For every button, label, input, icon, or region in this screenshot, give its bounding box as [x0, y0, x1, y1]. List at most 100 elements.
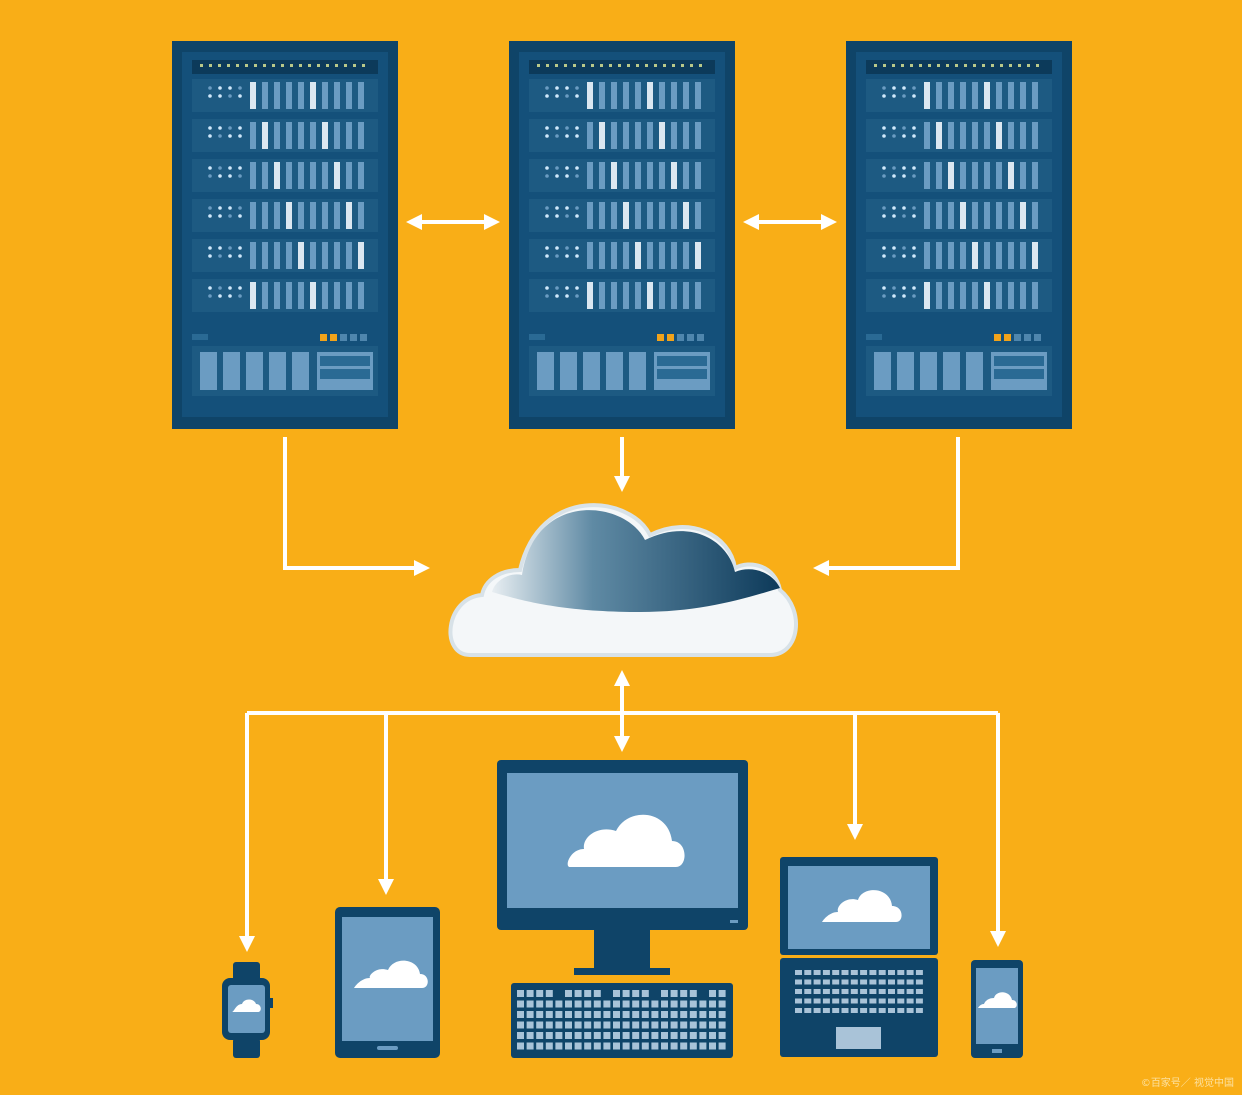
status-dot	[902, 246, 906, 250]
drive-bay	[1008, 242, 1014, 269]
key	[555, 1000, 563, 1008]
drive-bay	[659, 82, 665, 109]
drive-bay	[659, 162, 665, 189]
status-light	[360, 334, 367, 341]
led	[290, 64, 293, 67]
status-dot	[912, 166, 916, 170]
drive-bay	[948, 82, 954, 109]
status-dot	[575, 206, 579, 210]
tablet	[335, 907, 440, 1058]
key	[603, 1000, 611, 1008]
drive-bay	[1008, 282, 1014, 309]
drive-bay	[647, 282, 653, 309]
key	[622, 1032, 630, 1039]
key	[526, 1021, 534, 1029]
cloud-icon	[354, 960, 428, 988]
drive-bay	[310, 122, 316, 149]
status-dot	[238, 214, 242, 218]
status-dot	[912, 86, 916, 90]
status-dot	[228, 294, 232, 298]
status-dot	[238, 86, 242, 90]
drive-bay	[346, 242, 352, 269]
drive-bay	[1020, 162, 1026, 189]
led	[1000, 64, 1003, 67]
status-dot	[555, 166, 559, 170]
drive-bay	[262, 162, 268, 189]
key	[661, 1011, 668, 1018]
status-dot	[565, 86, 569, 90]
key	[915, 998, 923, 1004]
status-dot	[892, 294, 896, 298]
key	[680, 990, 688, 997]
drive-bay	[996, 122, 1002, 149]
drive-bay	[659, 282, 665, 309]
status-light	[1004, 334, 1011, 341]
desktop-monitor	[497, 760, 748, 975]
key	[680, 1000, 688, 1008]
drive-bay	[671, 202, 677, 229]
drive-bay	[334, 162, 340, 189]
status-dot	[218, 134, 222, 138]
led	[218, 64, 221, 67]
status-dot	[545, 206, 549, 210]
drive-bay	[936, 282, 942, 309]
drive-bay	[250, 202, 256, 229]
status-dot	[228, 94, 232, 98]
status-dot	[892, 254, 896, 258]
drive-bay	[286, 242, 292, 269]
key	[850, 970, 858, 975]
led	[982, 64, 985, 67]
key	[878, 970, 886, 975]
status-dot	[575, 254, 579, 258]
status-light	[330, 334, 337, 341]
base-slot	[583, 352, 600, 390]
drive-bay	[298, 202, 304, 229]
drive-bay	[683, 82, 689, 109]
drive-bay	[623, 242, 629, 269]
key	[860, 970, 868, 975]
key	[680, 1021, 688, 1029]
key	[555, 1011, 563, 1018]
key	[641, 990, 649, 997]
led	[919, 64, 922, 67]
key	[613, 990, 620, 997]
status-dot	[575, 126, 579, 130]
status-dot	[218, 174, 222, 178]
status-dot	[238, 206, 242, 210]
smartwatch	[222, 962, 273, 1058]
drive-bay	[972, 282, 978, 309]
status-light	[1024, 334, 1031, 341]
status-dot	[238, 294, 242, 298]
drive-bay	[262, 82, 268, 109]
status-dot	[545, 86, 549, 90]
drive-bay	[647, 162, 653, 189]
status-dot	[902, 166, 906, 170]
led	[362, 64, 365, 67]
key	[869, 998, 877, 1004]
drive-bay	[936, 122, 942, 149]
drive-bay	[358, 82, 364, 109]
status-dot	[555, 214, 559, 218]
cloud-icon	[448, 503, 798, 657]
status-dot	[218, 86, 222, 90]
led	[636, 64, 639, 67]
key	[680, 1011, 688, 1018]
key	[888, 989, 895, 994]
key	[622, 990, 630, 997]
status-dot	[902, 254, 906, 258]
drive-bay	[250, 82, 256, 109]
drive-bay	[984, 122, 990, 149]
key	[641, 1032, 649, 1039]
status-dot	[208, 86, 212, 90]
drive-bay	[310, 162, 316, 189]
key	[517, 1000, 524, 1008]
drive-bay	[274, 202, 280, 229]
drive-bay	[250, 282, 256, 309]
drive-bay	[587, 242, 593, 269]
status-dot	[208, 94, 212, 98]
drive-bay	[587, 122, 593, 149]
key	[841, 970, 849, 975]
key	[832, 979, 840, 985]
status-light	[320, 334, 327, 341]
key	[632, 990, 640, 997]
